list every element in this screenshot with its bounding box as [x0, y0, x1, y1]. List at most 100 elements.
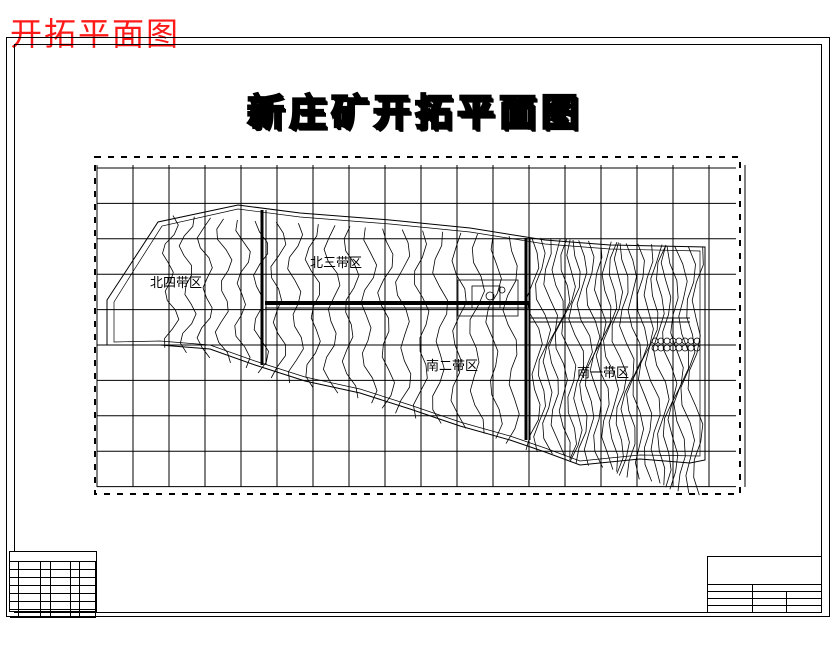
contour-line	[196, 217, 213, 359]
contour-line	[178, 216, 197, 354]
legend-cell	[10, 570, 19, 577]
contour-line	[652, 244, 670, 486]
legend-cell	[71, 602, 80, 609]
legend-cell	[10, 586, 19, 593]
legend-cell	[80, 602, 97, 609]
contour-line	[589, 241, 607, 468]
title-block-rule	[708, 598, 821, 599]
contour-line	[644, 244, 663, 484]
legend-cell	[80, 594, 97, 601]
legend-cell	[41, 562, 52, 569]
zone-label-south-two: 南二带区	[426, 358, 478, 374]
contour-line	[603, 241, 619, 472]
coordinate-grid	[96, 165, 746, 488]
contour-line	[234, 219, 251, 369]
legend-cell	[19, 602, 41, 609]
legend-cell	[51, 594, 72, 601]
contour-line	[377, 228, 395, 409]
legend-cell	[19, 570, 41, 577]
contour-line	[548, 238, 565, 457]
legend-cell	[80, 586, 97, 593]
legend-cell	[19, 562, 41, 569]
contour-line	[680, 246, 696, 494]
legend-row	[10, 602, 97, 610]
contour-line	[660, 245, 678, 488]
legend-cell	[80, 570, 97, 577]
contour-line	[554, 239, 571, 458]
contour-line	[214, 218, 233, 364]
legend-cell	[10, 594, 19, 601]
legend-row	[10, 562, 97, 570]
legend-cell	[10, 562, 19, 569]
contour-line	[485, 234, 503, 439]
workface-symbol	[693, 337, 701, 345]
legend-cell	[51, 610, 72, 617]
title-block-divider	[786, 591, 787, 612]
legend-cell	[51, 586, 72, 593]
contour-line	[637, 244, 654, 482]
legend-table	[9, 551, 97, 618]
contour-line	[450, 232, 467, 429]
contour-line	[322, 225, 341, 394]
industrial-square	[457, 279, 519, 317]
contour-line	[595, 241, 614, 470]
legend-cell	[51, 602, 72, 609]
zone-label-south-one: 南一带区	[577, 365, 629, 381]
contour-line	[542, 238, 558, 455]
legend-table-header	[10, 552, 96, 562]
legend-cell	[71, 610, 80, 617]
mine-boundary-inner	[113, 208, 701, 462]
contour-line	[432, 231, 448, 424]
legend-cell	[71, 594, 80, 601]
legend-cell	[71, 570, 80, 577]
contour-line	[568, 239, 585, 462]
legend-cell	[71, 586, 80, 593]
workface-symbol	[693, 344, 701, 352]
contour-line	[575, 240, 593, 464]
workface-symbol	[663, 344, 671, 352]
legend-cell	[41, 610, 52, 617]
legend-row	[10, 570, 97, 578]
legend-cell	[80, 578, 97, 585]
legend-cell	[41, 602, 52, 609]
title-block-rule	[708, 584, 821, 585]
legend-cell	[10, 578, 19, 585]
legend-cell	[41, 594, 52, 601]
contour-line	[618, 242, 635, 476]
legend-row	[10, 610, 97, 618]
legend-table-rows	[10, 562, 97, 618]
legend-cell	[51, 570, 72, 577]
legend-cell	[19, 578, 41, 585]
legend-cell	[71, 578, 80, 585]
legend-cell	[41, 578, 52, 585]
workface-symbols	[651, 337, 701, 352]
zone-label-north-four: 北四带区	[150, 276, 202, 291]
corner-title: 开拓平面图	[10, 15, 181, 53]
mine-boundary	[106, 204, 706, 466]
workface-symbol	[675, 337, 683, 345]
workface-symbol	[675, 344, 683, 352]
legend-cell	[41, 570, 52, 577]
legend-cell	[41, 586, 52, 593]
legend-row	[10, 578, 97, 586]
contour-line	[687, 247, 704, 496]
legend-cell	[19, 610, 41, 617]
contour-lines	[162, 215, 704, 496]
contour-line	[304, 224, 321, 389]
contour-line	[502, 236, 520, 444]
drawing-frame-inner	[14, 44, 822, 613]
contour-line	[360, 227, 378, 404]
contour-line	[625, 243, 642, 478]
legend-cell	[51, 562, 72, 569]
legend-row	[10, 586, 97, 594]
contour-line	[469, 233, 485, 434]
contour-line	[666, 245, 684, 490]
contour-line	[341, 226, 360, 399]
legend-cell	[19, 586, 41, 593]
legend-cell	[19, 594, 41, 601]
contour-line	[561, 239, 577, 460]
contour-line	[270, 221, 287, 379]
legend-cell	[10, 610, 19, 617]
legend-cell	[80, 562, 97, 569]
